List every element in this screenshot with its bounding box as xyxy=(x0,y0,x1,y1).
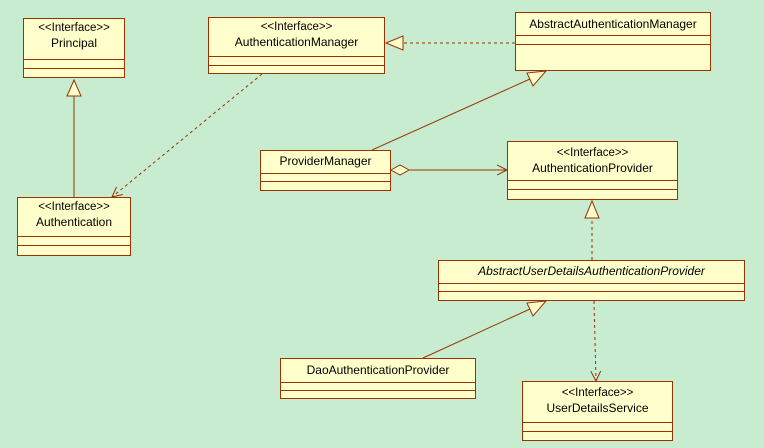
class-name: AbstractAuthenticationManager xyxy=(529,17,697,31)
class-name: Principal xyxy=(50,36,98,50)
stereotype-label: <<Interface>> xyxy=(38,201,110,213)
class-name: Authentication xyxy=(35,215,113,229)
class-abstract-authentication-manager[interactable]: AbstractAuthenticationManager xyxy=(515,12,711,71)
generalization-authentication-principal xyxy=(66,78,82,197)
class-name: UserDetailsService xyxy=(546,401,649,415)
stereotype-label: <<Interface>> xyxy=(38,22,110,34)
class-name: ProviderManager xyxy=(279,154,372,168)
operations-compartment xyxy=(18,245,130,246)
stereotype-label: <<Interface>> xyxy=(556,147,629,159)
class-name: AuthenticationProvider xyxy=(532,161,653,175)
class-authentication[interactable]: <<Interface>> Authentication xyxy=(17,197,131,256)
dependency-abstract-user-details-user-details-service xyxy=(594,300,596,381)
class-name: DaoAuthenticationProvider xyxy=(306,363,450,377)
class-principal[interactable]: <<Interface>> Principal xyxy=(23,18,125,78)
realization-abstract-user-details-provider xyxy=(584,199,600,260)
operations-compartment xyxy=(261,181,390,182)
operations-compartment xyxy=(24,68,124,69)
operations-compartment xyxy=(281,390,475,391)
class-authentication-manager[interactable]: <<Interface>> AuthenticationManager xyxy=(208,17,385,74)
aggregation-provider-manager-authentication-provider xyxy=(389,164,507,176)
attributes-compartment xyxy=(516,35,710,36)
class-authentication-provider[interactable]: <<Interface>> AuthenticationProvider xyxy=(507,141,678,200)
stereotype-label: <<Interface>> xyxy=(260,21,333,33)
class-provider-manager[interactable]: ProviderManager xyxy=(260,150,391,191)
stereotype-label: <<Interface>> xyxy=(561,387,634,399)
operations-compartment xyxy=(516,44,710,45)
attributes-compartment xyxy=(261,173,390,174)
class-user-details-service[interactable]: <<Interface>> UserDetailsService xyxy=(522,381,673,441)
operations-compartment xyxy=(508,189,677,190)
operations-compartment xyxy=(523,431,672,432)
class-dao-authentication-provider[interactable]: DaoAuthenticationProvider xyxy=(280,358,476,399)
generalization-dao-provider-abstract-user-details xyxy=(422,300,548,359)
generalization-provider-manager-abstract-manager xyxy=(371,70,548,151)
attributes-compartment xyxy=(24,59,124,60)
class-name: AbstractUserDetailsAuthenticationProvide… xyxy=(478,264,705,278)
dependency-authentication-manager-authentication xyxy=(112,73,263,197)
class-abstract-user-details-authentication-provider[interactable]: AbstractUserDetailsAuthenticationProvide… xyxy=(438,260,745,301)
attributes-compartment xyxy=(18,236,130,237)
realization-abstract-manager-authentication-manager xyxy=(384,35,515,51)
attributes-compartment xyxy=(281,382,475,383)
class-name: AuthenticationManager xyxy=(234,35,359,49)
attributes-compartment xyxy=(508,180,677,181)
operations-compartment xyxy=(209,65,384,66)
operations-compartment xyxy=(439,291,744,292)
attributes-compartment xyxy=(523,422,672,423)
attributes-compartment xyxy=(209,56,384,57)
attributes-compartment xyxy=(439,283,744,284)
